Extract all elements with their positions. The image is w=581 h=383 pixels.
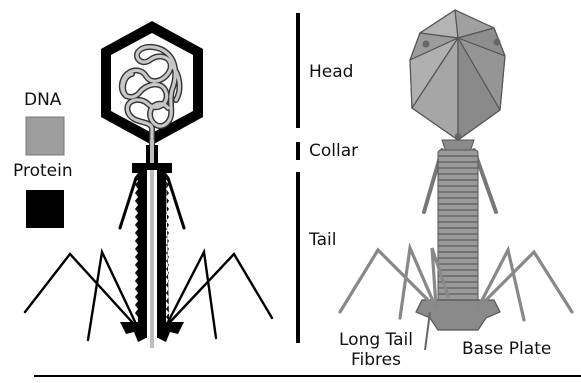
long-tail-fibres-label: Long Tail Fibres	[333, 330, 419, 370]
long-tail-fibres-line1: Long Tail	[333, 330, 419, 350]
dna-swatch	[26, 117, 64, 155]
tail-label: Tail	[309, 232, 336, 249]
protein-swatch	[26, 190, 64, 228]
realistic-phage	[340, 10, 572, 350]
schematic-phage	[25, 21, 272, 348]
head-label: Head	[309, 64, 353, 81]
collar-label: Collar	[309, 143, 358, 160]
base-plate-label: Base Plate	[462, 341, 551, 358]
legend-dna-label: DNA	[24, 92, 61, 109]
legend-protein-label: Protein	[13, 163, 73, 180]
schematic-tail-sheath	[135, 170, 169, 345]
fibre-pointer	[425, 312, 430, 350]
capsid-head	[410, 10, 505, 140]
long-tail-fibres-line2: Fibres	[333, 350, 419, 370]
